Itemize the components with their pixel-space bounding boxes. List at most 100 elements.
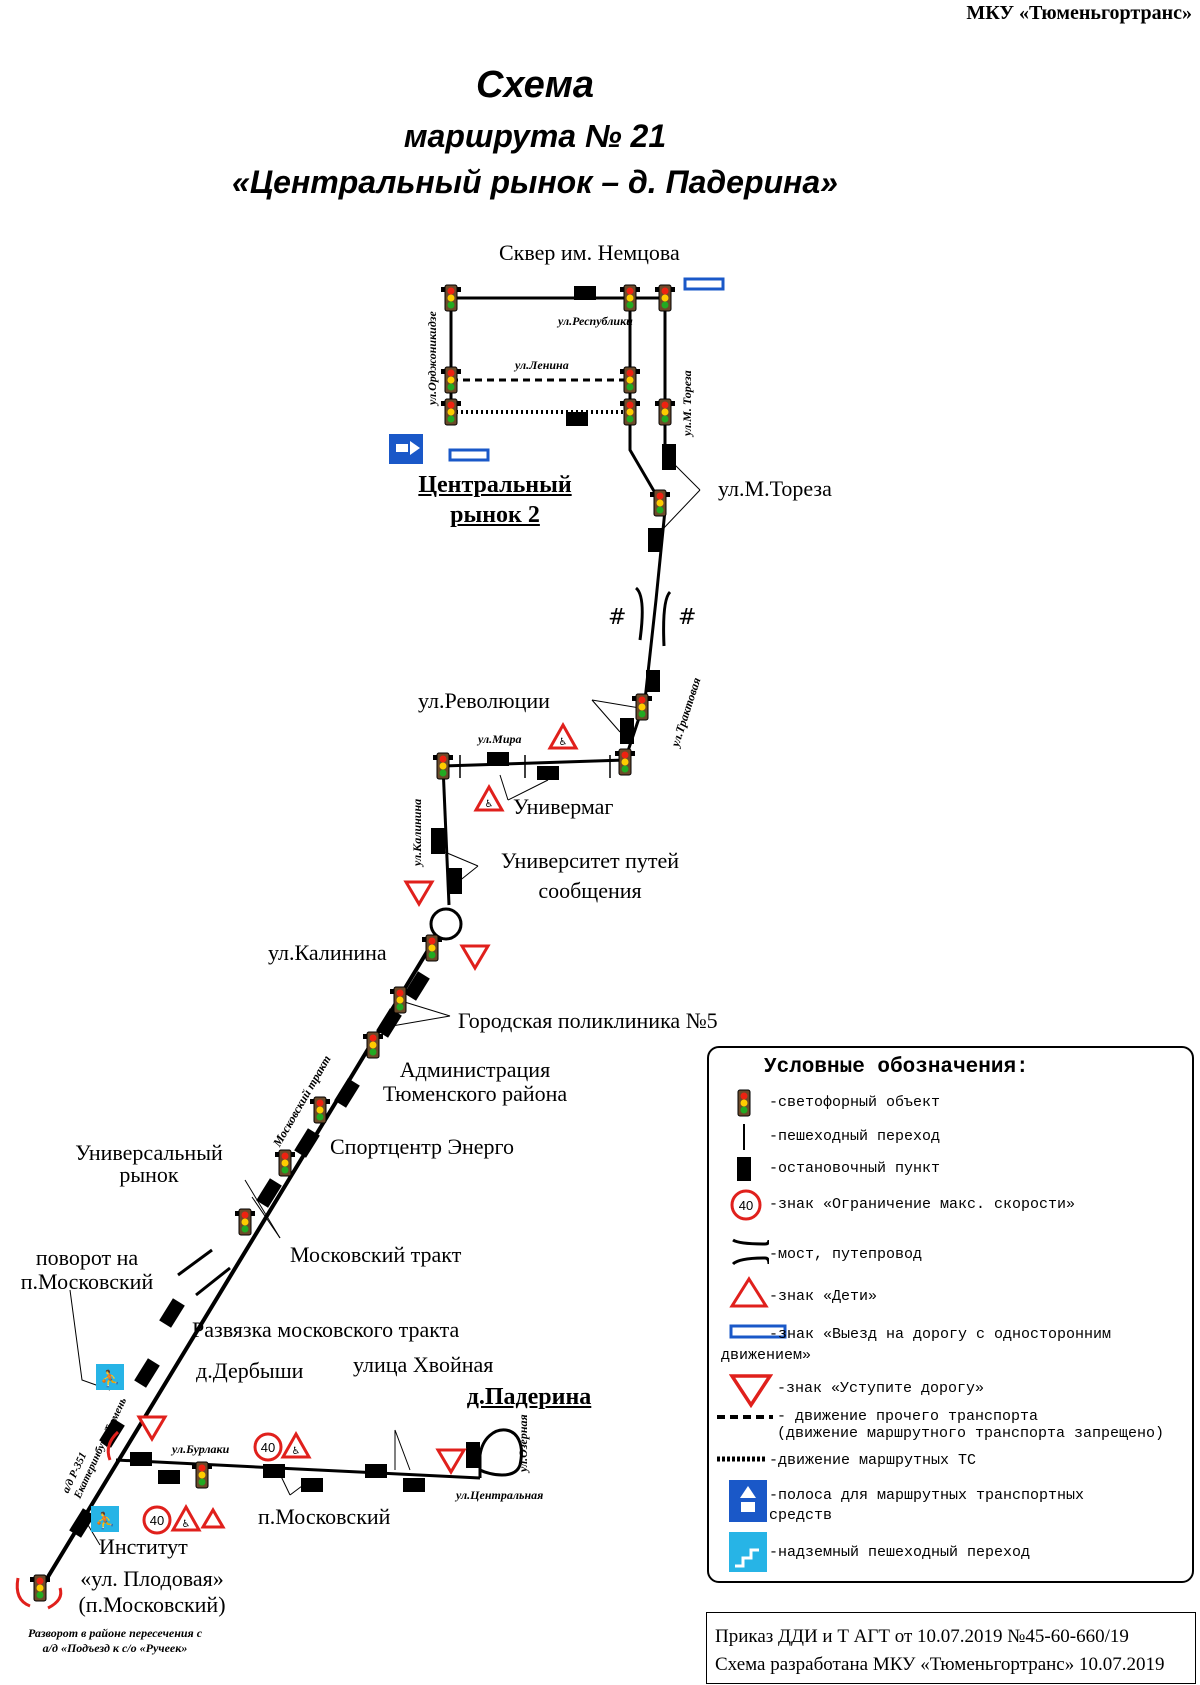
page-title: Схема	[475, 64, 594, 106]
legend-bus-lane-line1: -полоса для маршрутных транспортных	[769, 1487, 1085, 1504]
stop-kalinina	[404, 971, 430, 1001]
turnaround-note: Разворот в районе пересечения с а/д «Под…	[10, 1626, 220, 1656]
overpass-sign-icon	[729, 1532, 767, 1572]
legend-other-traffic-line2: (движение маршрутного транспорта запреще…	[777, 1425, 1165, 1442]
stop-label-moskovsky-trakt: Московский тракт	[290, 1242, 462, 1267]
stop-povorot	[99, 1418, 125, 1448]
roundabout	[429, 907, 463, 941]
speed-limit-sign-icon	[253, 1432, 283, 1462]
route-name: «Центральный рынок – д. Падерина»	[232, 164, 838, 200]
street-burlaki: ул.Бурлаки	[172, 1442, 230, 1456]
stop-poliklinika	[376, 1008, 402, 1038]
traffic-light-icon	[614, 748, 636, 776]
route-arrows-icon	[717, 1456, 767, 1462]
legend-oneway: -знак «Выезд на дорогу с односторонним д…	[721, 1324, 1112, 1366]
legend-traffic-light: -светофорный объект	[769, 1094, 941, 1111]
stop-univermag-2	[537, 766, 559, 780]
legend-stop: -остановочный пункт	[769, 1160, 941, 1177]
legend-speed: -знак «Ограничение макс. скорости»	[769, 1196, 1076, 1213]
footer-order: Приказ ДДИ и Т АГТ от 10.07.2019 №45-60-…	[715, 1626, 1129, 1647]
stop-revolucii	[620, 718, 634, 744]
children-sign-icon	[281, 1432, 311, 1459]
speed-limit-sign-icon	[142, 1505, 172, 1535]
children-sign-icon	[474, 785, 504, 812]
terminal-central-line2: рынок 2	[450, 502, 540, 528]
street-ozernaya: ул.Озерная	[516, 1414, 530, 1472]
legend-oneway-line2: движением»	[721, 1347, 812, 1364]
traffic-light-icon	[737, 1089, 751, 1117]
organization-name: МКУ «Тюменьгортранс»	[966, 2, 1192, 24]
stop-university-1	[431, 828, 445, 854]
legend-other-traffic: - движение прочего транспорта (движение …	[777, 1408, 1164, 1442]
universitet-line2: сообщения	[538, 878, 642, 903]
legend-bus-lane-line2: средств	[769, 1507, 833, 1524]
street-mira: ул.Мира	[478, 732, 522, 746]
stop-p-moskovsky-2	[301, 1478, 323, 1492]
stop-label-kalinina: ул.Калинина	[268, 940, 387, 965]
road-toreza-descent	[628, 412, 667, 701]
speed-limit-icon: 40	[730, 1189, 762, 1221]
stop-label-univermag: Универмаг	[513, 794, 614, 819]
traffic-light-icon	[654, 398, 676, 426]
bridge-icon	[731, 1238, 769, 1266]
stop-label-derbyshi: д.Дербыши	[196, 1358, 304, 1383]
oneway-sign-icon	[448, 448, 490, 462]
route-number: маршрута № 21	[403, 118, 667, 154]
stop-icon	[737, 1157, 751, 1181]
legend-yield: -знак «Уступите дорогу»	[777, 1380, 985, 1397]
stop-central-market	[566, 412, 588, 426]
stop-burlaki-1	[130, 1452, 152, 1466]
terminal-central-line1: Центральный	[418, 472, 572, 498]
stop-label-povorot: поворот на п.Московский	[12, 1246, 162, 1294]
stop-label-m-toreza: ул.М.Тореза	[718, 476, 832, 501]
legend-overpass: -надземный пешеходный переход	[769, 1544, 1031, 1561]
terminal-central-market: Центральный рынок 2	[410, 470, 580, 530]
legend-bridge: -мост, путепровод	[769, 1246, 923, 1263]
administracia-line2: Тюменского района	[382, 1081, 568, 1106]
yield-sign-icon	[404, 880, 434, 906]
plodovaya-line1: «ул. Плодовая»	[80, 1566, 224, 1591]
street-m-toreza: ул.М. Тореза	[680, 370, 694, 436]
stop-label-rynok: Универсальный рынок	[56, 1142, 242, 1186]
paderina-loop	[478, 1428, 523, 1477]
yield-sign-icon	[729, 1374, 773, 1408]
stop-p-moskovsky-1	[263, 1464, 285, 1478]
stop-institut	[69, 1508, 95, 1538]
road-burlaki	[115, 1458, 481, 1480]
stop-label-skver: Сквер им. Немцова	[499, 240, 680, 265]
children-sign-icon	[729, 1276, 769, 1308]
povorot-line1: поворот на	[35, 1245, 139, 1270]
street-lenina: ул.Ленина	[515, 358, 569, 372]
oneway-sign-icon	[729, 1324, 787, 1339]
footer-developer: Схема разработана МКУ «Тюменьгортранс» 1…	[715, 1654, 1165, 1675]
overpass-sign-icon	[96, 1364, 124, 1390]
yield-sign-icon	[436, 1448, 466, 1474]
street-kalinina: ул.Калинина	[410, 798, 424, 866]
administracia-line1: Администрация	[399, 1057, 551, 1082]
legend-title: Условные обозначения:	[764, 1056, 1029, 1079]
stop-label-p-moskovsky: п.Московский	[258, 1504, 391, 1529]
legend-route-traffic: -движение маршрутных ТС	[769, 1452, 977, 1469]
stop-label-razvyazka: Развязка московского тракта	[192, 1317, 460, 1342]
rynok-line2: рынок	[119, 1162, 179, 1187]
crossing-icon	[743, 1124, 745, 1150]
overpass-sign-icon	[91, 1506, 119, 1532]
stop-label-institut: Институт	[99, 1534, 188, 1559]
stop-sportcentr	[294, 1128, 320, 1158]
stop-rynok	[256, 1178, 282, 1208]
stop-razvyazka	[159, 1298, 185, 1328]
svg-text:#: #	[678, 605, 696, 630]
svg-text:40: 40	[739, 1198, 753, 1213]
bus-lane-sign-icon	[729, 1480, 767, 1522]
plodovaya-line2: (п.Московский)	[78, 1592, 226, 1617]
terminal-paderina: д.Падерина	[466, 1384, 592, 1410]
yield-sign-icon	[137, 1415, 167, 1441]
stop-hvoinaya-1	[365, 1464, 387, 1478]
street-respubliki: ул.Республики	[558, 314, 633, 328]
turnaround-arrow-icon	[15, 1577, 31, 1608]
stop-burlaki-2	[158, 1470, 180, 1484]
turnaround-note-line2: а/д «Подъезд к с/о «Ручеек»	[42, 1641, 188, 1655]
legend-oneway-line1: -знак «Выезд на дорогу с односторонним	[769, 1326, 1112, 1343]
stop-label-plodovaya: «ул. Плодовая» (п.Московский)	[62, 1566, 242, 1618]
stop-hvoinaya-2	[403, 1478, 425, 1492]
